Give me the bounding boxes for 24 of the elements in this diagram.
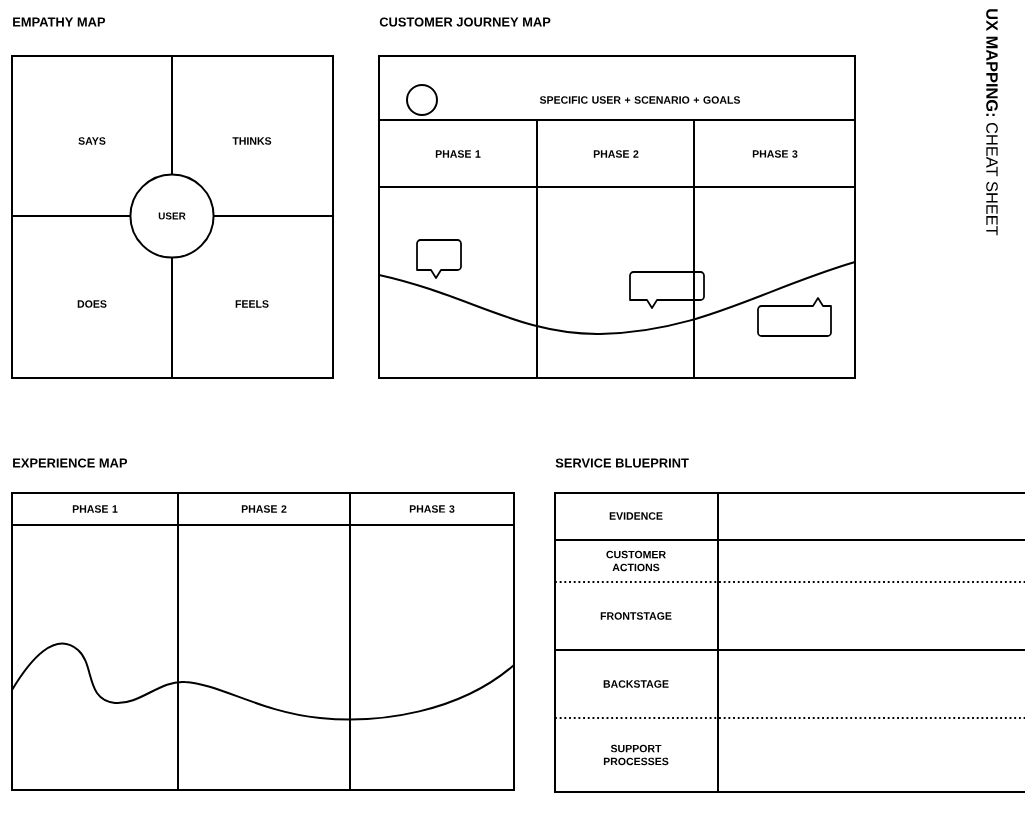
page-title: UX MAPPING: CHEAT SHEET: [986, 9, 998, 236]
panel-heading: EMPATHY MAP: [13, 17, 106, 27]
row-label: CUSTOMER ACTIONS: [606, 550, 666, 572]
row-label: EVIDENCE: [609, 512, 663, 520]
header-label: SPECIFIC USER + SCENARIO + GOALS: [539, 96, 741, 104]
column-header: PHASE 2: [593, 150, 639, 158]
row-label: BACKSTAGE: [603, 680, 669, 688]
column-header: PHASE 1: [435, 150, 481, 158]
experience-map-panel: [11, 492, 515, 791]
cell-label: FEELS: [235, 300, 269, 308]
blueprint-panel: [554, 492, 1025, 793]
row-label: SUPPORT PROCESSES: [603, 744, 669, 766]
column-header: PHASE 3: [752, 150, 798, 158]
journey-map-panel: [378, 55, 856, 379]
column-header: PHASE 3: [409, 505, 455, 513]
cell-label: THINKS: [232, 137, 272, 145]
column-header: PHASE 2: [241, 505, 287, 513]
cell-label: DOES: [77, 300, 107, 308]
row-label: FRONTSTAGE: [600, 612, 672, 620]
panel-heading: CUSTOMER JOURNEY MAP: [379, 17, 551, 27]
panel-heading: SERVICE BLUEPRINT: [555, 458, 689, 468]
panel-heading: EXPERIENCE MAP: [13, 458, 128, 468]
cell-label: SAYS: [78, 137, 106, 145]
column-header: PHASE 1: [72, 505, 118, 513]
